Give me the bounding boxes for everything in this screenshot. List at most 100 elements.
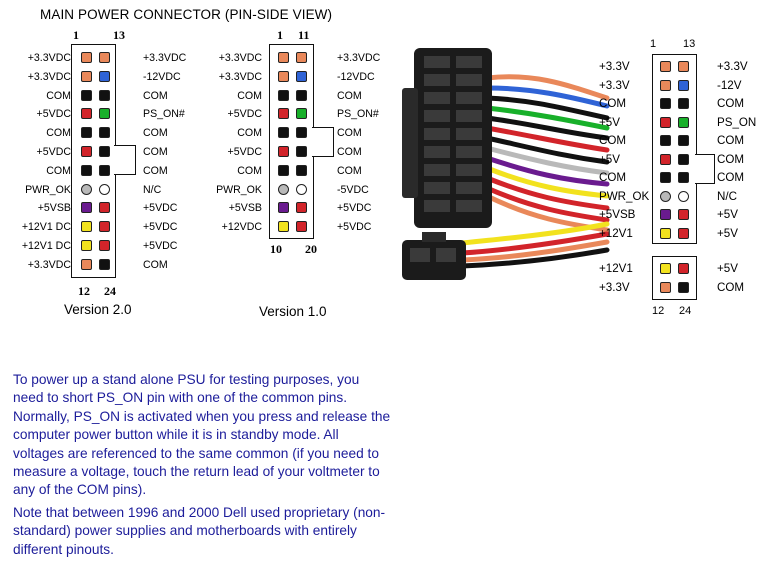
v3-pin-left-9 [660, 209, 671, 220]
v3-pin-right-8 [678, 190, 689, 202]
v3-pin-right-3 [678, 98, 689, 109]
v3-pin-left-3 [660, 98, 671, 109]
v1-right-label-3: COM [337, 89, 362, 102]
v3-pin-left-1 [660, 61, 671, 72]
v3-pin-bottom-left-2 [660, 281, 671, 293]
v1-pin-left-7 [278, 164, 289, 176]
v2-pin-right-3 [99, 89, 110, 101]
v1-pin-left-9 [278, 202, 289, 214]
connector-v1-housing [269, 44, 314, 239]
v1-right-label-5: COM [337, 127, 362, 140]
v2-left-label-6: +5VDC [36, 146, 71, 158]
v1-pin-left-5 [278, 127, 289, 139]
v2-pin-right-1 [99, 52, 110, 63]
v2-right-label-7: COM [143, 164, 168, 177]
v1-left-label-9: +5VSB [228, 202, 262, 215]
v3-right-label-4: PS_ON [717, 115, 757, 129]
v1-version-label: Version 1.0 [259, 304, 327, 319]
v2-pin-right-2 [99, 70, 110, 82]
v2-pin-12-number: 12 [78, 284, 90, 298]
v3-pin-right-9 [678, 209, 689, 220]
v1-right-label-4: PS_ON# [337, 108, 379, 121]
v1-pin-right-3 [296, 89, 307, 101]
v2-pin-left-5 [81, 127, 92, 139]
v1-pin-left-8 [278, 183, 289, 195]
v1-pin-right-8 [296, 183, 307, 195]
v2-right-label-3: COM [143, 89, 168, 102]
v2-pin-right-4 [99, 108, 110, 120]
v1-right-label-1: +3.3VDC [337, 52, 381, 64]
v2-left-label-3: COM [46, 89, 71, 102]
v1-pin-1-number: 1 [277, 28, 283, 42]
v1-left-label-8: PWR_OK [216, 183, 262, 196]
v2-left-label-9: +5VSB [37, 202, 71, 215]
v3-left-label-3: COM [599, 97, 627, 110]
v1-pin-left-4 [278, 108, 289, 120]
v2-pin-left-11 [81, 240, 92, 251]
v3-left-label-10: +12V1 [599, 226, 633, 240]
v3-right-label-5: COM [717, 134, 745, 147]
v1-right-label-9: +5VDC [337, 202, 372, 215]
v2-right-label-8: N/C [143, 183, 162, 196]
v3-pin-left-2 [660, 79, 671, 91]
v3-bottom-right-label-2: COM [717, 280, 745, 294]
v1-right-label-8: -5VDC [337, 183, 369, 196]
v1-latch-tab [312, 127, 334, 157]
v1-pin-20-number: 20 [305, 242, 317, 256]
v2-right-label-9: +5VDC [143, 202, 178, 215]
v2-left-label-1: +3.3VDC [27, 52, 71, 64]
v3-left-label-6: +5V [599, 152, 620, 166]
v3-right-label-7: COM [717, 171, 745, 184]
v1-left-label-2: +3.3VDC [218, 70, 262, 83]
v3-pin-bottom-right-1 [678, 263, 689, 274]
v2-pin-left-7 [81, 164, 92, 176]
v3-bottom-left-label-1: +12V1 [599, 262, 633, 275]
v3-bottom-left-label-2: +3.3V [599, 280, 630, 294]
v1-right-label-7: COM [337, 164, 362, 177]
v2-pin-left-10 [81, 221, 92, 233]
v3-right-label-9: +5V [717, 208, 738, 221]
v3-pin-right-5 [678, 135, 689, 146]
diagram-title: MAIN POWER CONNECTOR (PIN-SIDE VIEW) [40, 7, 333, 22]
v2-right-label-6: COM [143, 146, 168, 158]
v1-pin-left-1 [278, 52, 289, 63]
v2-pin-right-12 [99, 258, 110, 270]
v3-right-label-6: COM [717, 152, 745, 166]
v3-pin-left-7 [660, 172, 671, 183]
v2-right-label-10: +5VDC [143, 221, 178, 234]
v1-left-label-4: +5VDC [227, 108, 262, 121]
v3-left-label-9: +5VSB [599, 208, 636, 221]
v1-left-label-7: COM [237, 164, 262, 177]
v3-left-label-1: +3.3V [599, 60, 630, 73]
v2-right-label-11: +5VDC [143, 240, 178, 252]
v1-left-label-3: COM [237, 89, 262, 102]
description-paragraph-1: To power up a stand alone PSU for testin… [13, 372, 391, 498]
v1-pin-11-number: 11 [298, 28, 310, 42]
v3-pin-bottom-left-1 [660, 263, 671, 274]
v3-right-label-10: +5V [717, 226, 738, 240]
v2-pin-1-number: 1 [73, 28, 79, 42]
v2-left-label-11: +12V1 DC [21, 240, 71, 252]
v1-pin-right-2 [296, 70, 307, 82]
v3-pin-right-10 [678, 227, 689, 239]
v2-left-label-8: PWR_OK [25, 183, 71, 196]
v3-right-label-3: COM [717, 97, 745, 110]
v1-pin-right-6 [296, 146, 307, 157]
v2-pin-right-6 [99, 146, 110, 157]
v3-right-label-8: N/C [717, 189, 737, 203]
v3-pin-left-4 [660, 116, 671, 128]
v1-right-label-6: COM [337, 146, 362, 158]
v2-pin-right-5 [99, 127, 110, 139]
v3-right-label-1: +3.3V [717, 60, 748, 73]
v3-pin-right-1 [678, 61, 689, 72]
v2-left-label-7: COM [46, 164, 71, 177]
v1-left-label-5: COM [237, 127, 262, 140]
v3-pin-right-4 [678, 116, 689, 128]
v2-pin-left-4 [81, 108, 92, 120]
v2-pin-13-number: 13 [113, 28, 125, 42]
v3-pin-left-5 [660, 135, 671, 146]
v1-pin-right-5 [296, 127, 307, 139]
v2-pin-left-1 [81, 52, 92, 63]
v3-pin-right-6 [678, 153, 689, 165]
v2-pin-left-12 [81, 258, 92, 270]
